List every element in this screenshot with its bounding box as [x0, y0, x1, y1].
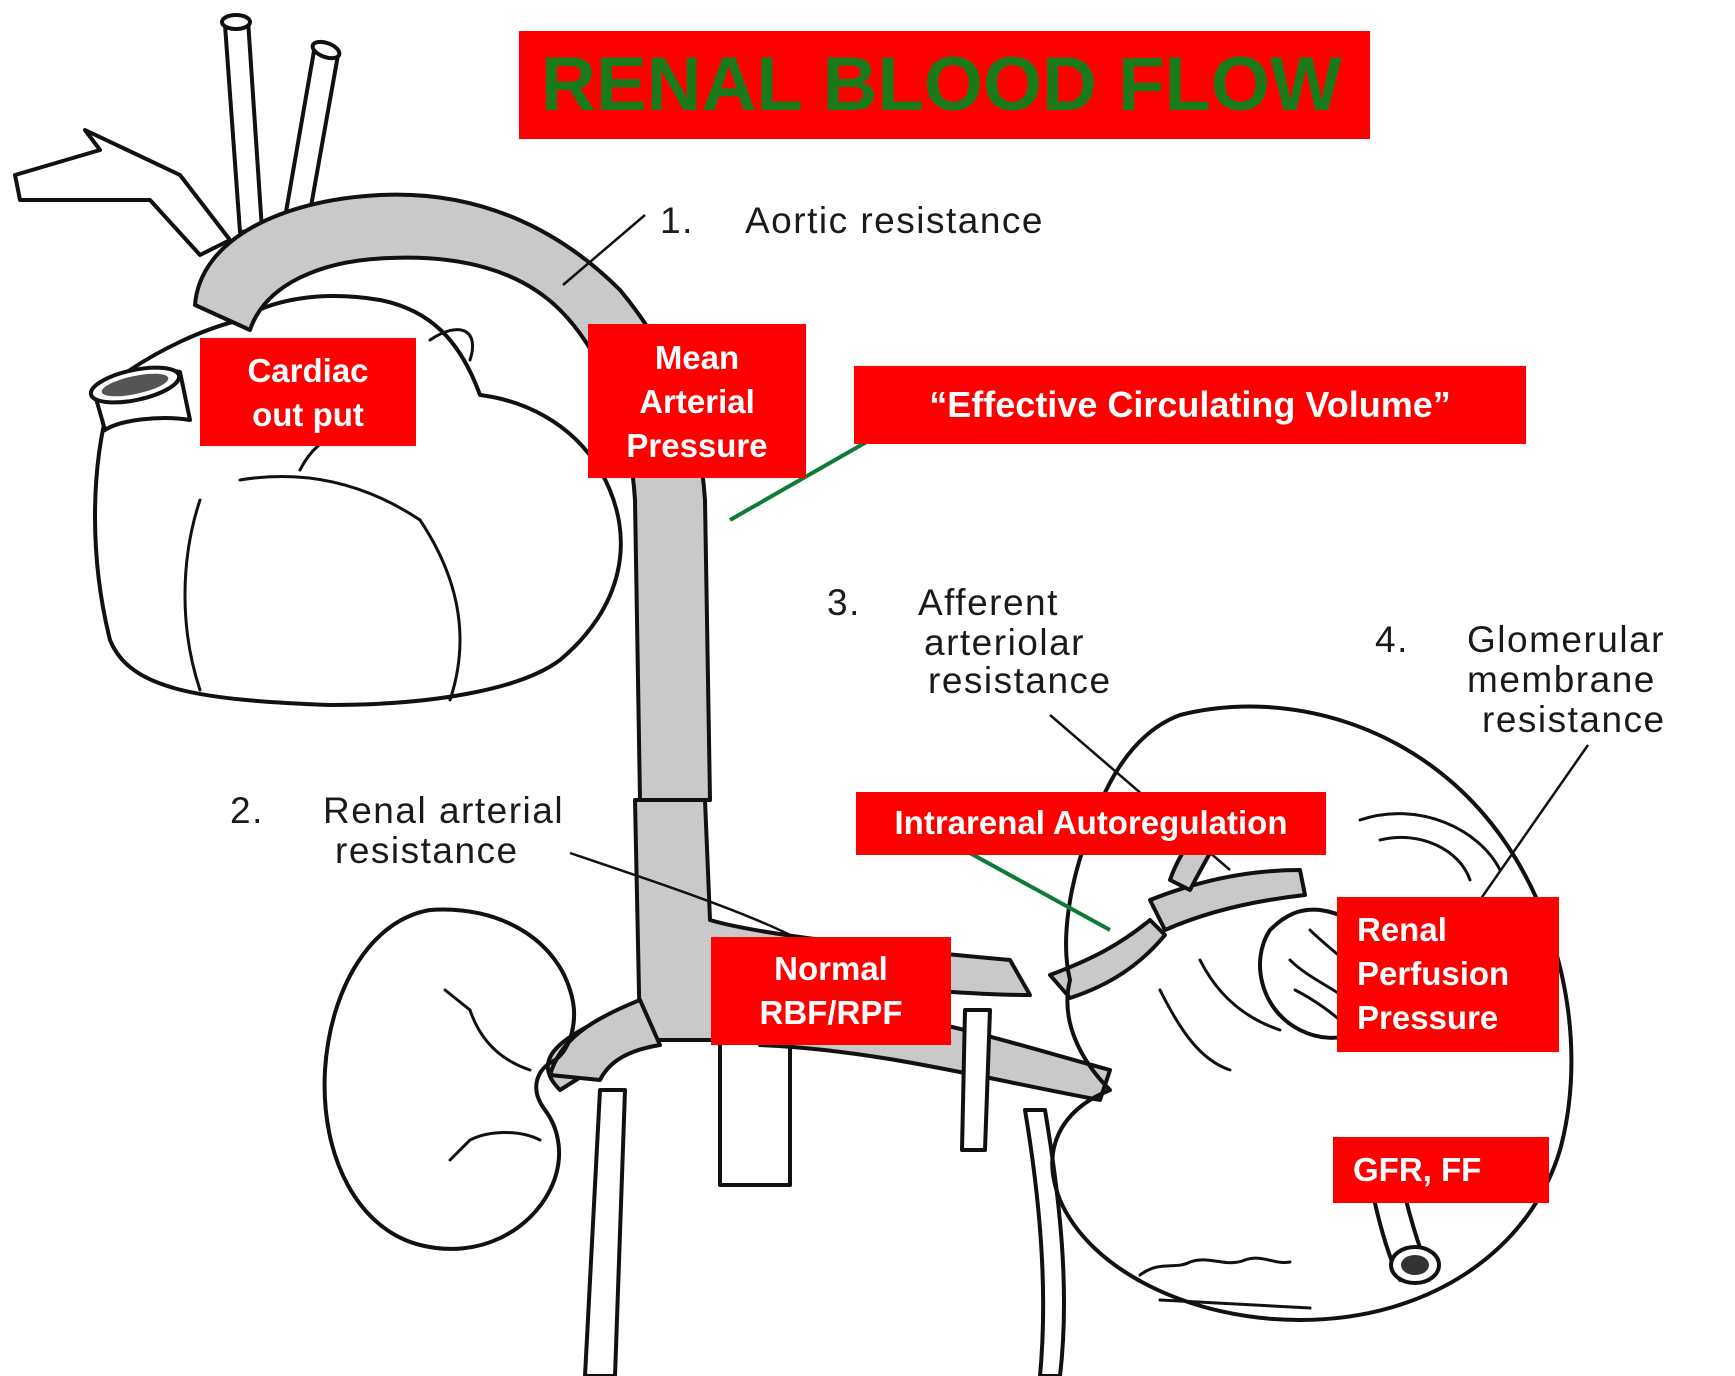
mean-arterial-pressure-box: Mean Arterial Pressure	[588, 324, 806, 478]
svg-text:1.: 1.	[660, 200, 694, 241]
glomerular-membrane-resistance-label: 4. Glomerular membrane resistance	[1375, 619, 1666, 740]
svg-text:4.: 4.	[1375, 619, 1409, 660]
autoregulation-connector	[968, 852, 1110, 930]
cardiac-output-box: Cardiac out put	[200, 338, 416, 446]
intrarenal-autoregulation-box: Intrarenal Autoregulation	[856, 792, 1326, 855]
aortic-resistance-label: 1. Aortic resistance	[660, 200, 1044, 241]
svg-text:resistance: resistance	[1482, 699, 1666, 740]
effective-circulating-volume-box: “Effective Circulating Volume”	[854, 366, 1526, 444]
glomerular-membrane-resistance-leader	[1480, 745, 1588, 900]
svg-text:Afferent: Afferent	[918, 582, 1059, 623]
svg-text:arteriolar: arteriolar	[924, 622, 1085, 663]
gfr-ff-box: GFR, FF	[1333, 1137, 1549, 1203]
svg-text:resistance: resistance	[928, 660, 1112, 701]
afferent-arteriolar-resistance-label: 3. Afferent arteriolar resistance	[827, 582, 1112, 701]
normal-rbf-rpf-box: Normal RBF/RPF	[711, 937, 951, 1045]
svg-text:membrane: membrane	[1467, 659, 1656, 700]
svg-text:Glomerular: Glomerular	[1467, 619, 1665, 660]
diagram-title: RENAL BLOOD FLOW	[519, 31, 1370, 139]
svg-text:2.: 2.	[230, 790, 264, 831]
left-kidney-drawing	[325, 910, 574, 1249]
svg-text:Aortic resistance: Aortic resistance	[745, 200, 1044, 241]
renal-arterial-resistance-label: 2. Renal arterial resistance	[230, 790, 564, 871]
renal-perfusion-pressure-box: Renal Perfusion Pressure	[1337, 897, 1559, 1052]
svg-text:Renal arterial: Renal arterial	[323, 790, 564, 831]
svg-text:3.: 3.	[827, 582, 861, 623]
svg-text:resistance: resistance	[335, 830, 519, 871]
